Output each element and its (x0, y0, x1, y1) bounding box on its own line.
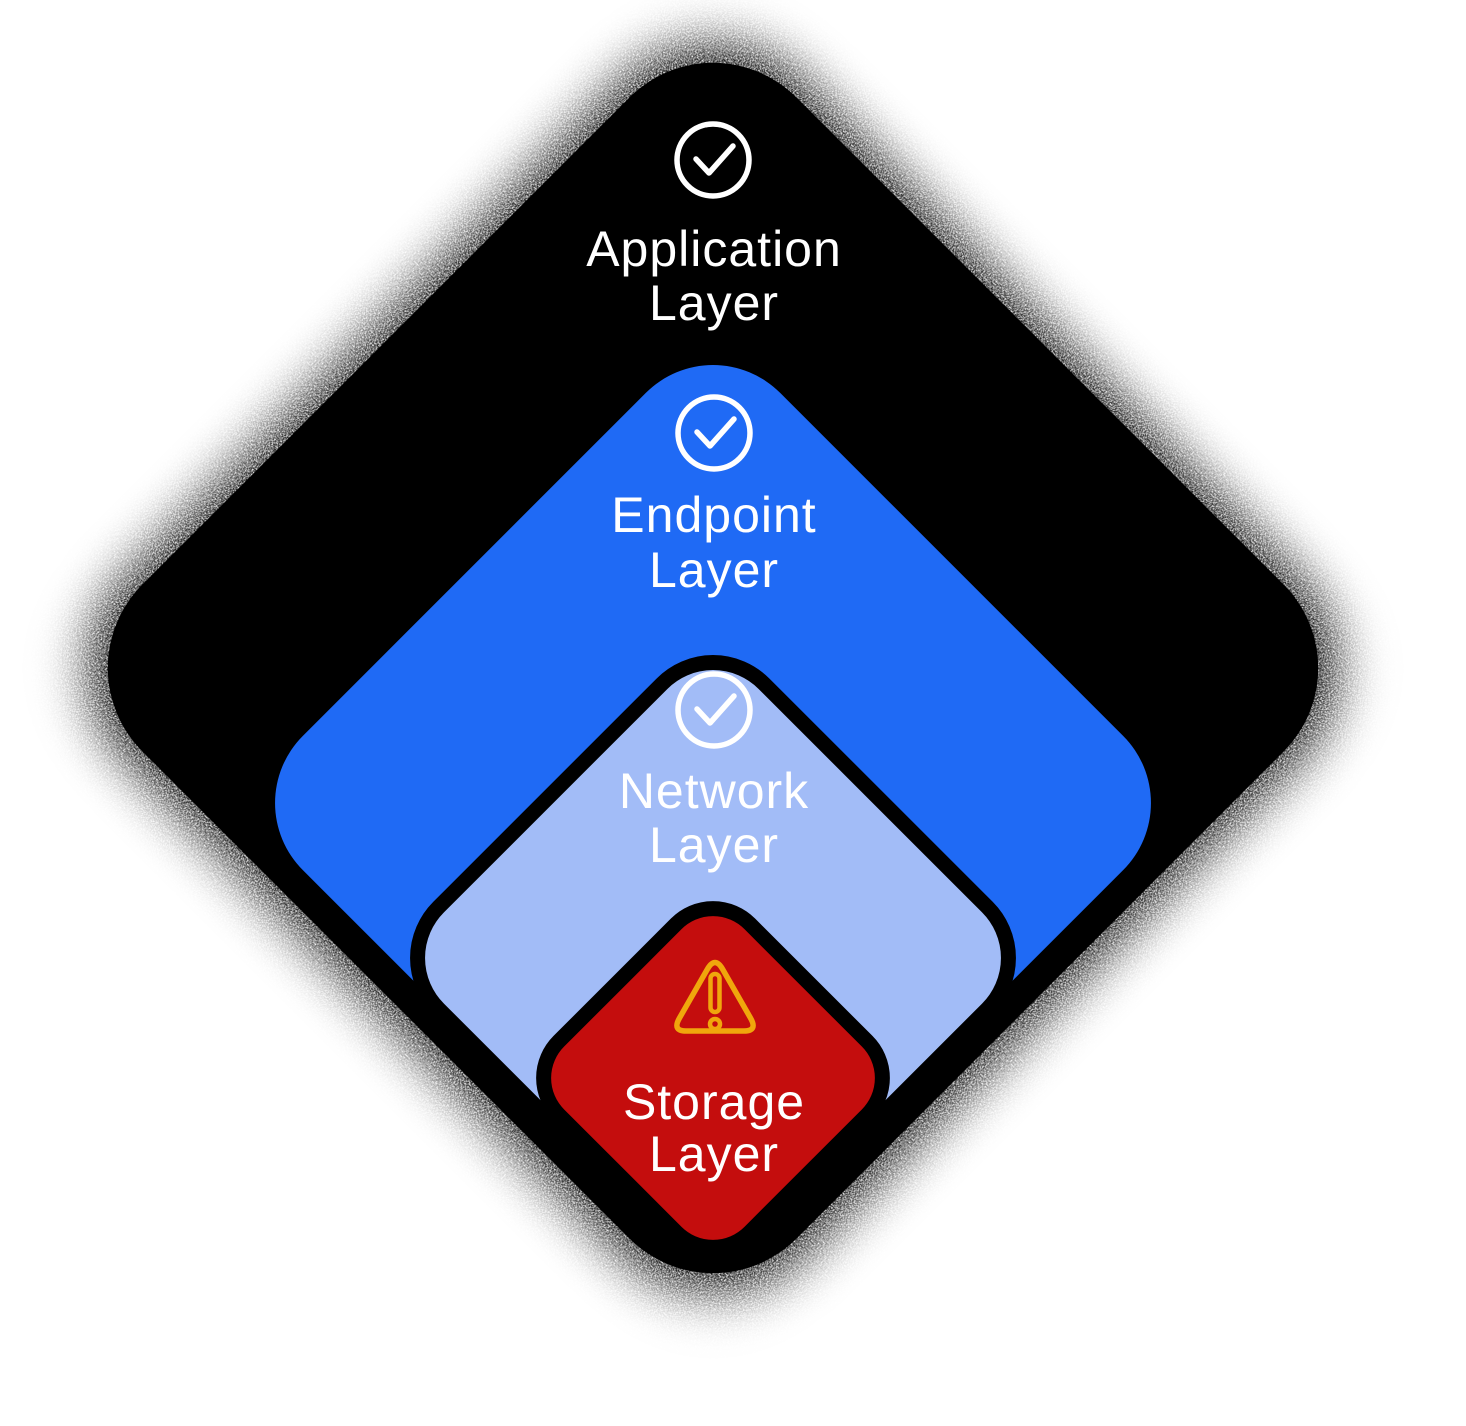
check-circle-icon (675, 394, 753, 472)
layer-application-label-line2: Layer (649, 275, 779, 331)
layer-storage: Storage Layer (536, 901, 890, 1255)
layer-endpoint-label-line2: Layer (649, 542, 779, 598)
layer-storage-shape (536, 901, 890, 1255)
check-circle-icon (675, 671, 753, 749)
layer-network-label-line1: Network (619, 763, 809, 819)
check-circle-icon (674, 121, 752, 199)
warning-triangle-icon (674, 959, 756, 1034)
layer-network-label-line2: Layer (649, 817, 779, 873)
layer-storage-label-line2: Layer (649, 1126, 779, 1182)
layer-storage-label-line1: Storage (623, 1074, 805, 1130)
layer-endpoint-label-line1: Endpoint (611, 487, 816, 543)
layer-application-label-line1: Application (586, 221, 842, 277)
